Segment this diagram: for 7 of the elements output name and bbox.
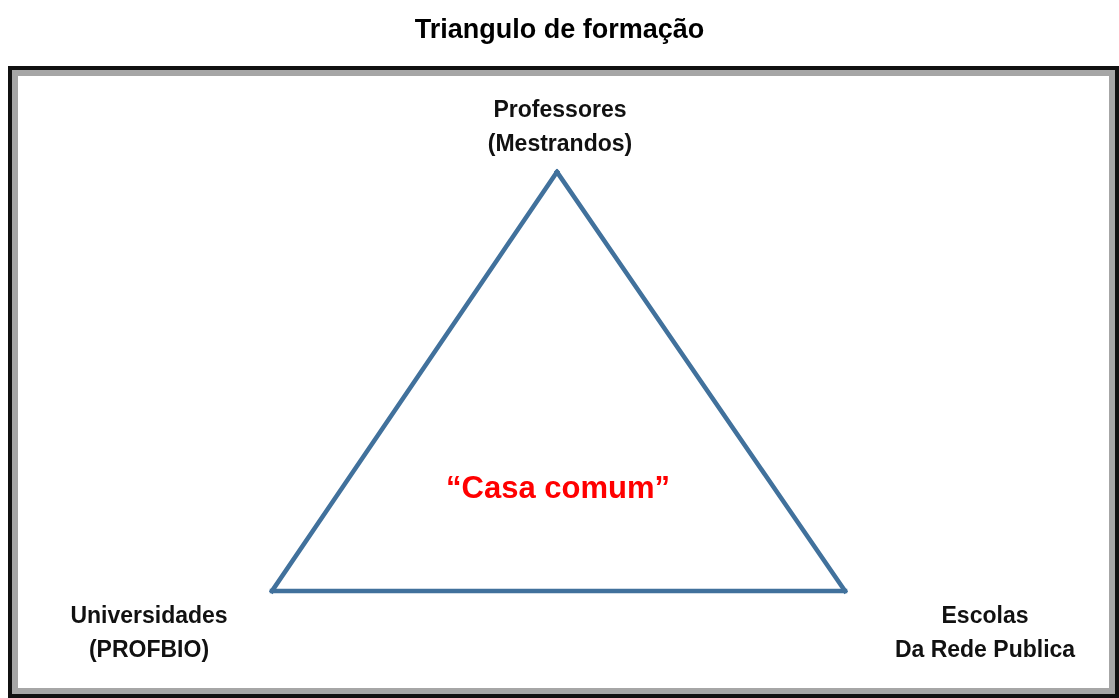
triangle-side [554, 169, 848, 594]
diagram-title: Triangulo de formação [413, 14, 706, 45]
center-label: “Casa comum” [445, 470, 671, 506]
vertex-label: Professores (Mestrandos) [486, 95, 634, 158]
triangle-side [269, 169, 560, 594]
vertex-label: Escolas Da Rede Publica [893, 601, 1077, 664]
vertex-label: Universidades (PROFBIO) [69, 601, 229, 664]
